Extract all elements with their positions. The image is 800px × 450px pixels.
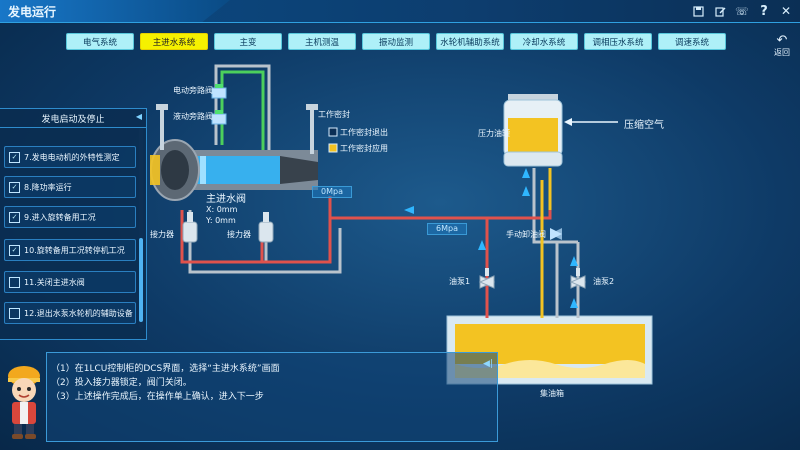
instruction-line-1: （1）在1LCU控制柜的DCS界面，选择“主进水系统”画面 (51, 364, 280, 374)
right-servomotor[interactable] (258, 212, 274, 243)
flow-arrows (404, 168, 578, 308)
back-label: 返回 (774, 48, 790, 57)
system-tabs: 电气系统 主进水系统 主变 主机测温 振动监测 水轮机辅助系统 冷却水系统 调相… (66, 33, 726, 50)
help-icon[interactable]: ? (760, 3, 768, 19)
sump-oil-wave (455, 360, 645, 378)
step-label: 10.旋转备用工况转停机工况 (24, 245, 125, 255)
working-seal-valve[interactable] (306, 104, 318, 154)
pressure-oil-tank[interactable] (503, 94, 563, 167)
oil-pump-2-label: 油泵2 (593, 277, 615, 286)
seal-apply-legend (328, 143, 338, 153)
main-pressure-readout: 0Mpa (312, 186, 352, 198)
electric-bypass-valve-label: 电动旁路阀 (173, 86, 213, 95)
tab-turbine-aux[interactable]: 水轮机辅助系统 (436, 33, 504, 50)
step-9[interactable]: ✓ 9.进入旋转备用工况 (4, 206, 136, 228)
gray-pipes (188, 168, 580, 318)
step-8[interactable]: ✓ 8.降功率运行 (4, 176, 136, 198)
tab-main-transformer[interactable]: 主变 (214, 33, 282, 50)
title-decoration (0, 0, 230, 22)
tab-phase-pressure[interactable]: 调相压水系统 (584, 33, 652, 50)
seal-top-valve[interactable] (156, 104, 168, 150)
hide-panel-icon[interactable]: ◀| (483, 359, 493, 369)
y-readout: Y: 0mm (206, 216, 236, 225)
window-toolbar: ☏ ? ✕ (690, 3, 794, 19)
back-arrow-icon: ↶ (776, 33, 788, 48)
back-button[interactable]: ↶ 返回 (774, 34, 790, 58)
oil-pump-2[interactable] (569, 268, 587, 289)
left-servomotor-label: 接力器 (150, 230, 174, 239)
checkbox-unchecked-icon (9, 276, 20, 288)
collapse-icon[interactable]: ◀ (135, 112, 142, 121)
instruction-panel: （1）在1LCU控制柜的DCS界面，选择“主进水系统”画面 （2）投入接力器锁定… (46, 352, 498, 442)
yellow-pipe (540, 168, 552, 318)
green-bypass-pipe (220, 70, 265, 160)
tab-temperature[interactable]: 主机测温 (288, 33, 356, 50)
pipe-pressure-readout: 6Mpa (427, 223, 467, 235)
checkbox-checked-icon: ✓ (9, 181, 20, 193)
tab-vibration[interactable]: 振动监测 (362, 33, 430, 50)
seal-apply-label: 工作密封应用 (340, 144, 388, 153)
checkbox-checked-icon: ✓ (9, 151, 20, 163)
oil-pump-1[interactable] (478, 268, 496, 289)
checkbox-checked-icon: ✓ (9, 244, 20, 256)
manual-oil-valve[interactable] (550, 228, 562, 240)
instruction-line-3: （3）上述操作完成后，在操作单上确认，进入下一步 (51, 392, 264, 402)
step-label: 7.发电电动机的外特性测定 (24, 152, 120, 162)
hydraulic-bypass-valve[interactable] (211, 110, 227, 125)
pressure-tank-label: 压力油罐 (478, 129, 510, 138)
compressed-air-arrowhead (564, 118, 572, 126)
seal-exit-legend (328, 127, 338, 137)
compressed-air-label: 压缩空气 (624, 120, 664, 131)
edit-icon[interactable] (712, 3, 728, 19)
checkbox-unchecked-icon (9, 307, 20, 319)
window-title: 发电运行 (8, 5, 57, 19)
phone-icon[interactable]: ☏ (735, 4, 749, 18)
manual-oil-valve-label: 手动卸油阀 (506, 230, 546, 239)
title-bar: 发电运行 ☏ ? ✕ (0, 0, 800, 23)
electric-bypass-valve[interactable] (211, 84, 227, 99)
x-readout: X: 0mm (206, 205, 238, 214)
left-servomotor[interactable] (182, 212, 198, 243)
sump-label: 集油箱 (540, 389, 564, 398)
tab-cooling-water[interactable]: 冷却水系统 (510, 33, 578, 50)
tab-main-water-inlet[interactable]: 主进水系统 (140, 33, 208, 50)
hydraulic-bypass-valve-label: 液动旁路阀 (173, 112, 213, 121)
step-10[interactable]: ✓ 10.旋转备用工况转停机工况 (4, 239, 136, 261)
main-inlet-valve[interactable] (150, 139, 318, 201)
step-label: 11.关闭主进水阀 (24, 277, 85, 287)
step-11[interactable]: 11.关闭主进水阀 (4, 271, 136, 293)
close-icon[interactable]: ✕ (780, 4, 792, 18)
tab-speed-governor[interactable]: 调速系统 (658, 33, 726, 50)
oil-pump-1-label: 油泵1 (449, 277, 471, 286)
save-icon[interactable] (690, 3, 706, 19)
step-label: 8.降功率运行 (24, 182, 72, 192)
instruction-line-2: （2）投入接力器锁定，阀门关闭。 (51, 378, 192, 388)
steps-panel-header: 发电启动及停止 ◀ (0, 109, 146, 128)
steps-scrollbar[interactable] (139, 128, 143, 328)
main-valve-label: 主进水阀 (206, 194, 246, 205)
scrollbar-thumb[interactable] (139, 238, 143, 322)
mascot-worker-icon (8, 366, 40, 439)
step-7[interactable]: ✓ 7.发电电动机的外特性测定 (4, 146, 136, 168)
steps-panel-title: 发电启动及停止 (41, 114, 105, 125)
step-label: 9.进入旋转备用工况 (24, 212, 96, 222)
working-seal-label: 工作密封 (318, 110, 350, 119)
step-12[interactable]: 12.退出水泵水轮机的辅助设备 (4, 302, 136, 324)
step-label: 12.退出水泵水轮机的辅助设备 (24, 308, 133, 318)
seal-exit-label: 工作密封退出 (340, 128, 388, 137)
tab-electrical[interactable]: 电气系统 (66, 33, 134, 50)
checkbox-checked-icon: ✓ (9, 211, 20, 223)
right-servomotor-label: 接力器 (227, 230, 251, 239)
bypass-gray-pipe (214, 64, 271, 160)
